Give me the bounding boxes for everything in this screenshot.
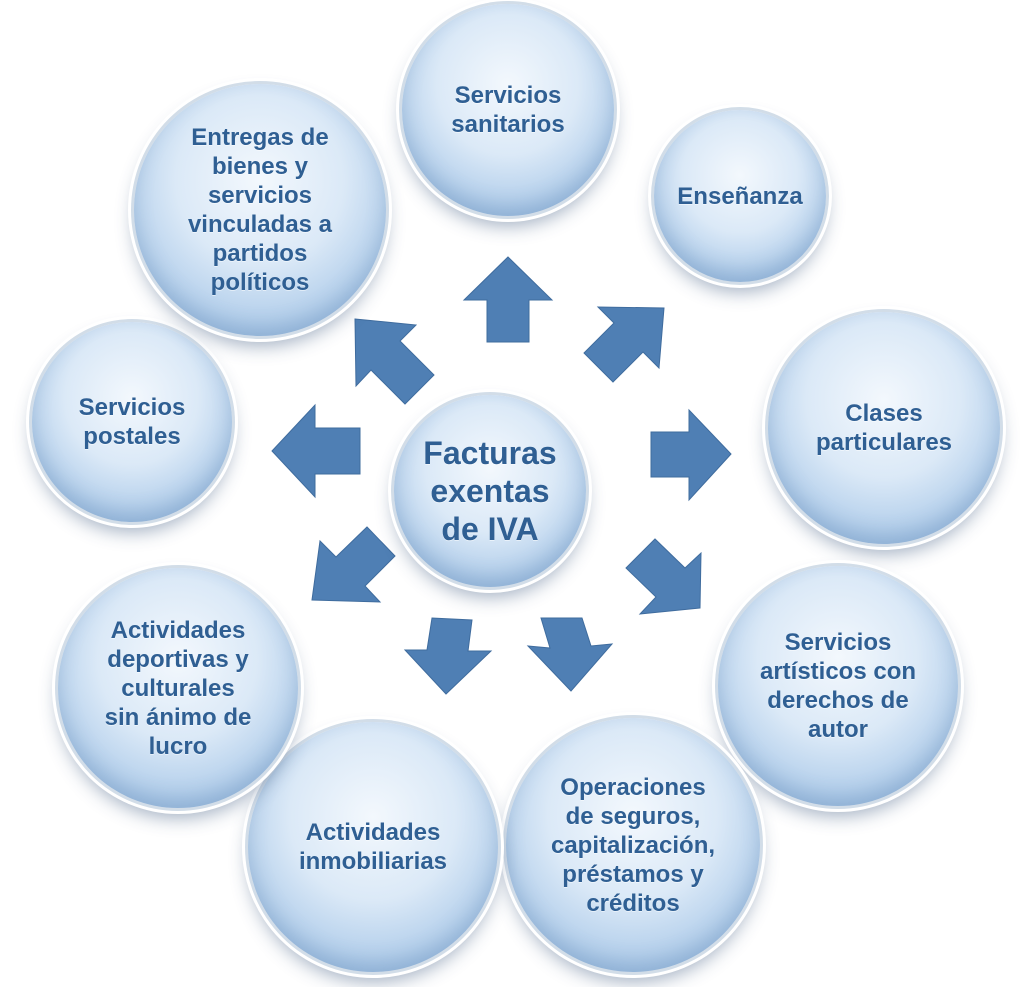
node-clases-particulares: Clases particulares (768, 312, 1000, 544)
center-node-label: Facturas exentas de IVA (423, 435, 557, 547)
node-label: Actividades inmobiliarias (298, 819, 448, 875)
node-ensenanza: Enseñanza (654, 110, 826, 282)
arrow-icon-servicios-artisticos (625, 538, 702, 615)
arrow-icon-servicios-postales (271, 403, 361, 499)
arrow-icon-actividades-deportivas (311, 526, 396, 603)
node-actividades-inmobiliarias: Actividades inmobiliarias (248, 722, 498, 972)
arrow-icon-clases-particulares (650, 408, 732, 502)
node-label: Actividades deportivas y culturales sin … (104, 616, 252, 760)
node-actividades-deportivas: Actividades deportivas y culturales sin … (58, 568, 298, 808)
arrow-icon-actividades-inmobiliarias (403, 617, 493, 695)
center-node: Facturas exentas de IVA (394, 395, 586, 587)
arrow-icon-ensenanza (583, 306, 665, 383)
node-label: Operaciones de seguros, capitalización, … (550, 773, 716, 917)
arrow-icon-entregas-bienes (354, 318, 435, 405)
node-servicios-artisticos: Servicios artísticos con derechos de aut… (718, 566, 958, 806)
arrow-icon-operaciones-seguros (526, 617, 614, 692)
node-label: Enseñanza (677, 182, 803, 210)
node-label: Clases particulares (815, 400, 953, 456)
node-operaciones-seguros: Operaciones de seguros, capitalización, … (506, 718, 760, 972)
node-label: Servicios sanitarios (451, 82, 565, 138)
node-label: Servicios artísticos con derechos de aut… (759, 629, 917, 743)
node-servicios-postales: Servicios postales (32, 322, 232, 522)
node-entregas-bienes: Entregas de bienes y servicios vinculada… (134, 84, 386, 336)
node-servicios-sanitarios: Servicios sanitarios (402, 4, 614, 216)
node-label: Entregas de bienes y servicios vinculada… (187, 124, 333, 296)
arrow-icon-servicios-sanitarios (462, 256, 554, 343)
node-label: Servicios postales (78, 394, 186, 450)
